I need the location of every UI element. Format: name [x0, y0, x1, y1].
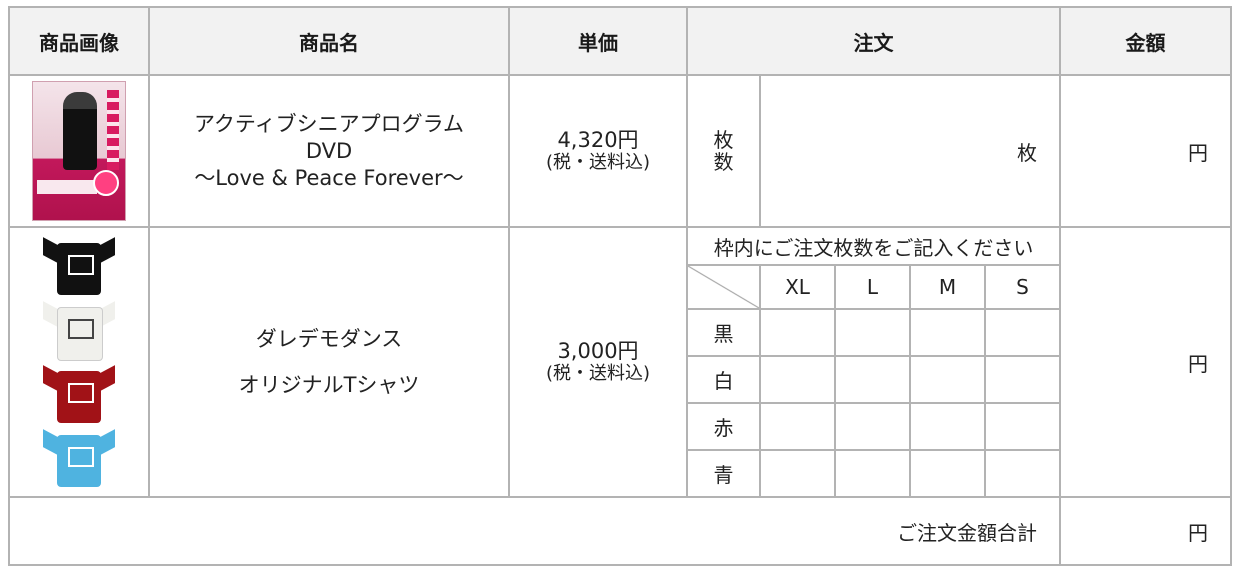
dvd-cover-image: [32, 81, 126, 221]
qty-blue-m[interactable]: [909, 449, 986, 498]
tshirt-amount-yen: 円: [1188, 351, 1209, 376]
qty-black-l[interactable]: [834, 308, 911, 357]
qty-red-m[interactable]: [909, 402, 986, 451]
total-amount-yen: 円: [1188, 520, 1209, 545]
qty-black-s[interactable]: [983, 308, 1062, 357]
tshirt-image-white: [41, 301, 117, 361]
header-price: 単価: [508, 6, 688, 76]
dvd-name-cell: アクティブシニアプログラム DVD ～Love & Peace Forever～: [148, 74, 510, 228]
qty-black-xl[interactable]: [759, 308, 836, 357]
tshirt-row: ダレデモダンス オリジナルTシャツ 3,000円 (税・送料込) 枠内にご注文枚…: [8, 226, 1233, 498]
tshirt-image-red: [41, 365, 117, 423]
color-row-white: 白: [9, 355, 1231, 404]
qty-white-m[interactable]: [909, 355, 986, 404]
color-black: 黒: [686, 308, 761, 357]
color-white: 白: [686, 355, 761, 404]
dvd-qty-label: 枚 数: [686, 74, 761, 228]
tshirt-name-line2: オリジナルTシャツ: [238, 373, 420, 397]
diagonal-corner-cell: [686, 264, 761, 310]
qty-white-l[interactable]: [834, 355, 911, 404]
header-amount: 金額: [1059, 6, 1233, 76]
color-row-blue: 青: [9, 449, 1231, 498]
tshirt-name-cell: ダレデモダンス オリジナルTシャツ: [148, 226, 510, 498]
qty-blue-s[interactable]: [983, 449, 1062, 498]
size-header-row: XL L M S: [9, 264, 1231, 310]
header-name: 商品名: [148, 6, 510, 76]
order-table: 商品画像 商品名 単価 注文 金額 アクティブシニアプログラム DVD ～Lov…: [7, 6, 1233, 566]
size-m: M: [909, 264, 986, 310]
color-red: 赤: [686, 402, 761, 451]
tshirt-tax-note: (税・送料込): [545, 363, 651, 384]
total-label: ご注文金額合計: [7, 496, 1062, 566]
qty-blue-l[interactable]: [834, 449, 911, 498]
total-row: ご注文金額合計 円: [7, 496, 1233, 566]
dvd-qty-input[interactable]: 枚: [758, 74, 1062, 228]
header-row: 商品画像 商品名 単価 注文 金額: [8, 6, 1233, 76]
tshirt-image-blue: [41, 429, 117, 487]
qty-red-l[interactable]: [834, 402, 911, 451]
qty-black-m[interactable]: [909, 308, 986, 357]
tshirt-price: 3,000円: [557, 339, 639, 363]
dvd-tax-note: (税・送料込): [545, 152, 651, 173]
header-image: 商品画像: [8, 6, 150, 76]
dvd-name-line2: DVD: [305, 138, 353, 163]
dvd-qty-unit: 枚: [1017, 140, 1038, 165]
dvd-price: 4,320円: [557, 128, 639, 152]
color-row-black: 黒: [9, 308, 1231, 357]
dvd-image-cell: [8, 74, 150, 228]
dvd-row: アクティブシニアプログラム DVD ～Love & Peace Forever～…: [8, 74, 1233, 228]
color-blue: 青: [686, 449, 761, 498]
dvd-amount-cell: 円: [1059, 74, 1233, 228]
header-order: 注文: [685, 6, 1062, 76]
dvd-name-line3: ～Love & Peace Forever～: [194, 165, 464, 190]
tshirt-image-black: [41, 237, 117, 295]
dvd-amount-yen: 円: [1188, 140, 1209, 165]
color-row-red: 赤: [9, 402, 1231, 451]
qty-red-s[interactable]: [983, 402, 1062, 451]
size-xl: XL: [759, 264, 836, 310]
dvd-name-line1: アクティブシニアプログラム: [193, 111, 465, 136]
total-amount-cell: 円: [1059, 496, 1233, 566]
qty-white-xl[interactable]: [759, 355, 836, 404]
size-l: L: [834, 264, 911, 310]
tshirt-price-cell: 3,000円 (税・送料込): [508, 226, 688, 498]
tshirt-name-line1: ダレデモダンス: [255, 327, 403, 351]
size-s: S: [983, 264, 1062, 310]
tshirt-image-cell: [8, 226, 150, 498]
qty-blue-xl[interactable]: [759, 449, 836, 498]
tshirt-amount-cell: 円: [1059, 226, 1233, 498]
qty-white-s[interactable]: [983, 355, 1062, 404]
qty-red-xl[interactable]: [759, 402, 836, 451]
tshirt-instruction: 枠内にご注文枚数をご記入ください: [685, 226, 1062, 266]
dvd-price-cell: 4,320円 (税・送料込): [508, 74, 688, 228]
